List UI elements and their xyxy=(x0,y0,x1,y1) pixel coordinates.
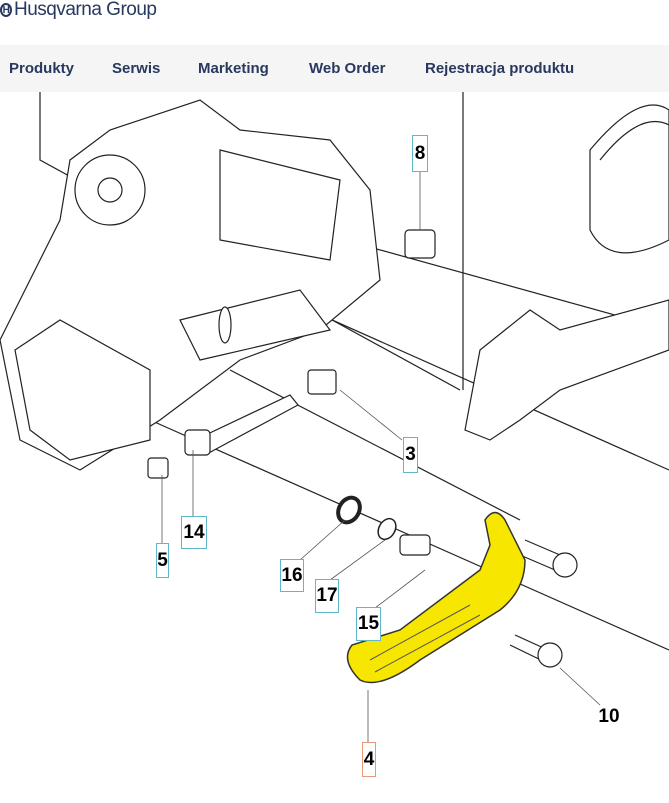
brand-logo[interactable]: H Husqvarna Group xyxy=(0,0,157,20)
callout-part-5[interactable]: 5 xyxy=(156,543,169,578)
brand-name: Husqvarna Group xyxy=(14,0,157,20)
exploded-parts-diagram xyxy=(0,92,669,742)
chain-guide-part xyxy=(464,104,669,441)
leader-lines xyxy=(161,172,601,742)
callout-part-14[interactable]: 14 xyxy=(181,516,207,549)
callout-part-10[interactable]: 10 xyxy=(598,706,620,727)
callout-part-16[interactable]: 16 xyxy=(280,559,304,592)
sprocket-guard-part-highlighted xyxy=(346,511,526,684)
nav-marketing[interactable]: Marketing xyxy=(198,60,269,77)
clutch-cover-housing xyxy=(0,99,381,471)
callout-part-4-selected[interactable]: 4 xyxy=(362,742,376,777)
callout-part-17[interactable]: 17 xyxy=(315,579,339,613)
small-parts xyxy=(147,229,578,668)
nav-produkty[interactable]: Produkty xyxy=(9,60,75,77)
nav-serwis[interactable]: Serwis xyxy=(112,60,161,77)
callout-part-3[interactable]: 3 xyxy=(403,437,418,473)
callout-part-15[interactable]: 15 xyxy=(356,607,381,641)
nav-rejestracja-produktu[interactable]: Rejestracja produktu xyxy=(425,60,575,77)
callout-part-8[interactable]: 8 xyxy=(412,135,428,172)
main-nav: Produkty Serwis Marketing Web Order Reje… xyxy=(0,45,669,92)
husqvarna-logo-icon: H xyxy=(0,3,12,17)
nav-web-order[interactable]: Web Order xyxy=(309,60,386,77)
